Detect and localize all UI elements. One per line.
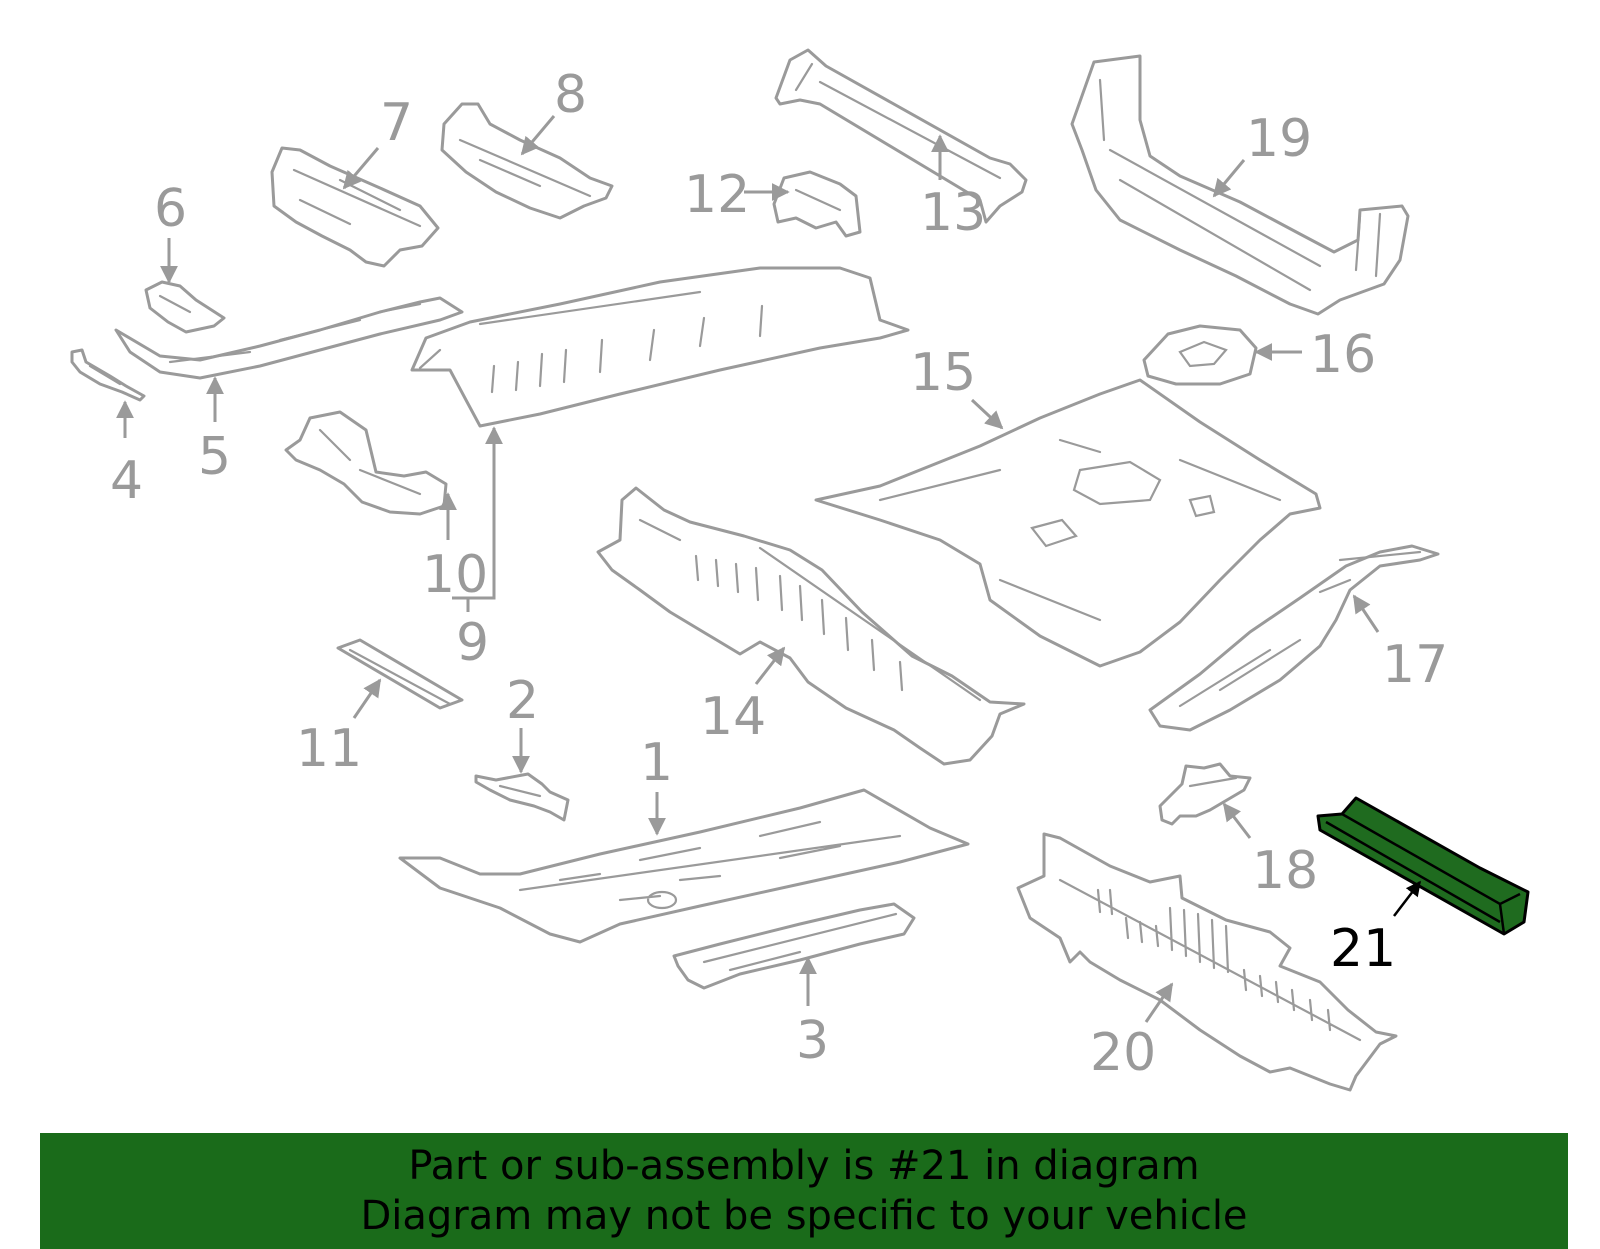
label-16: 16 xyxy=(1310,325,1376,385)
label-5: 5 xyxy=(198,427,231,487)
part-10[interactable] xyxy=(284,410,448,516)
part-8[interactable] xyxy=(440,102,614,220)
part-9[interactable] xyxy=(410,266,910,428)
label-4: 4 xyxy=(110,451,143,511)
part-16[interactable] xyxy=(1142,324,1258,386)
label-12: 12 xyxy=(684,165,750,225)
label-19: 19 xyxy=(1246,109,1312,169)
part-12[interactable] xyxy=(772,170,862,238)
label-3: 3 xyxy=(796,1011,829,1071)
leader-14 xyxy=(754,646,786,685)
part-3[interactable] xyxy=(672,902,916,990)
leader-8 xyxy=(520,115,556,156)
label-21: 21 xyxy=(1330,919,1396,979)
part-17[interactable] xyxy=(1148,544,1440,732)
info-banner: Part or sub-assembly is #21 in diagram D… xyxy=(40,1133,1568,1249)
label-2: 2 xyxy=(506,671,539,731)
part-21-highlighted[interactable] xyxy=(1316,796,1530,936)
leader-19 xyxy=(1212,159,1246,198)
label-18: 18 xyxy=(1252,841,1318,901)
leader-21 xyxy=(1393,880,1421,917)
label-10: 10 xyxy=(422,545,488,605)
part-13[interactable] xyxy=(774,48,1028,224)
label-20: 20 xyxy=(1090,1023,1156,1083)
part-7[interactable] xyxy=(270,146,440,268)
part-6[interactable] xyxy=(144,280,226,334)
leader-18 xyxy=(1222,802,1252,839)
banner-line-1: Part or sub-assembly is #21 in diagram xyxy=(408,1143,1200,1189)
leader-9 xyxy=(452,426,503,600)
label-8: 8 xyxy=(554,65,587,125)
part-18[interactable] xyxy=(1158,762,1252,826)
label-1: 1 xyxy=(640,733,673,793)
label-14: 14 xyxy=(700,687,766,747)
label-11: 11 xyxy=(296,719,362,779)
banner-line-2: Diagram may not be specific to your vehi… xyxy=(360,1193,1248,1239)
part-19[interactable] xyxy=(1070,54,1410,316)
label-15: 15 xyxy=(910,343,976,403)
label-13: 13 xyxy=(920,183,986,243)
part-4[interactable] xyxy=(70,348,146,402)
leader-7 xyxy=(342,147,380,190)
part-1[interactable] xyxy=(398,788,970,944)
part-5[interactable] xyxy=(114,296,464,380)
label-7: 7 xyxy=(380,93,413,153)
part-11[interactable] xyxy=(336,638,464,710)
part-20[interactable] xyxy=(1016,832,1398,1092)
part-2[interactable] xyxy=(474,772,570,822)
label-9: 9 xyxy=(456,613,489,673)
label-17: 17 xyxy=(1382,635,1448,695)
leader-17 xyxy=(1352,594,1380,633)
label-6: 6 xyxy=(154,179,187,239)
leader-20 xyxy=(1144,982,1174,1023)
leader-11 xyxy=(352,678,382,719)
part-14[interactable] xyxy=(596,486,1026,766)
leader-15 xyxy=(970,398,1004,430)
part-15[interactable] xyxy=(814,378,1322,668)
